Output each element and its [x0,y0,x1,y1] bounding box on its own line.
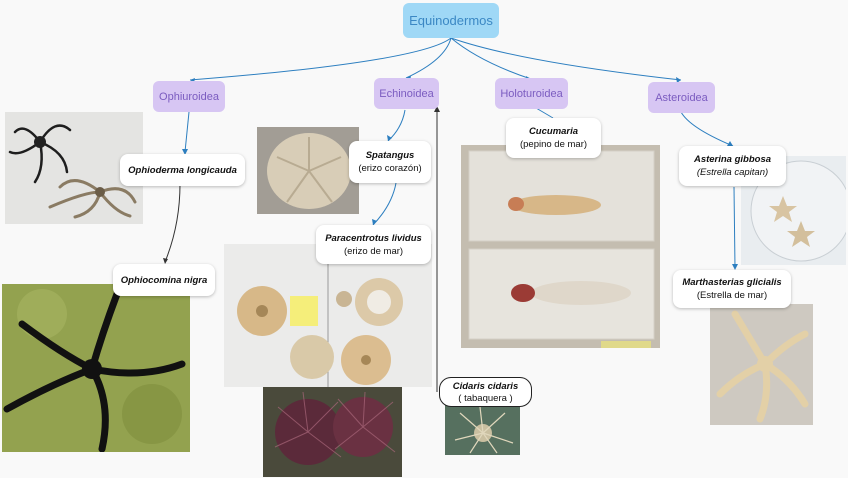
class-node-ophiuroidea[interactable]: Ophiuroidea [153,81,225,112]
sea-urchin-tests-photo [224,244,432,387]
species-name: Ophiocomina nigra [120,274,208,286]
common-name: ( tabaquera ) [458,392,513,404]
species-node-cidaris[interactable]: Cidaris cidaris ( tabaquera ) [439,377,532,407]
common-name: (erizo de mar) [343,245,404,257]
species-node-asterina[interactable]: Asterina gibbosa (Estrella capitan) [679,146,786,186]
species-name: Cidaris cidaris [452,380,519,392]
common-name: (pepino de mar) [519,139,588,150]
ophiocomina-photo [2,284,190,452]
species-node-ophioderma[interactable]: Ophioderma longicauda [120,154,245,186]
species-name: Ophioderma longicauda [128,164,237,176]
species-node-ophiocomina[interactable]: Ophiocomina nigra [113,264,215,296]
species-name: Paracentrotus lividus [325,232,422,244]
species-node-spatangus[interactable]: Spatangus (erizo corazón) [349,141,431,183]
species-name: Asterina gibbosa [693,154,772,165]
root-node[interactable]: Equinodermos [403,3,499,38]
species-node-cucumaria[interactable]: Cucumaria (pepino de mar) [506,118,601,158]
class-node-asteroidea[interactable]: Asteroidea [648,82,715,113]
class-node-echinoidea[interactable]: Echinoidea [374,78,439,109]
class-node-holoturoidea[interactable]: Holoturoidea [495,78,568,109]
species-node-paracentrotus[interactable]: Paracentrotus lividus (erizo de mar) [316,225,431,264]
cucumaria-photo [461,145,660,348]
species-name: Cucumaria [528,126,579,137]
paracentrotus-live-photo [263,387,402,477]
cidaris-photo [445,405,520,455]
common-name: (erizo corazón) [358,163,422,174]
common-name: (Estrella capitan) [696,167,769,178]
marthasterias-photo [710,304,813,425]
species-node-marthasterias[interactable]: Marthasterias glicialis (Estrella de mar… [673,270,791,308]
species-name: Spatangus [365,150,415,161]
common-name: (Estrella de mar) [696,290,768,301]
spatangus-photo [257,127,359,214]
species-name: Marthasterias glicialis [682,277,782,288]
